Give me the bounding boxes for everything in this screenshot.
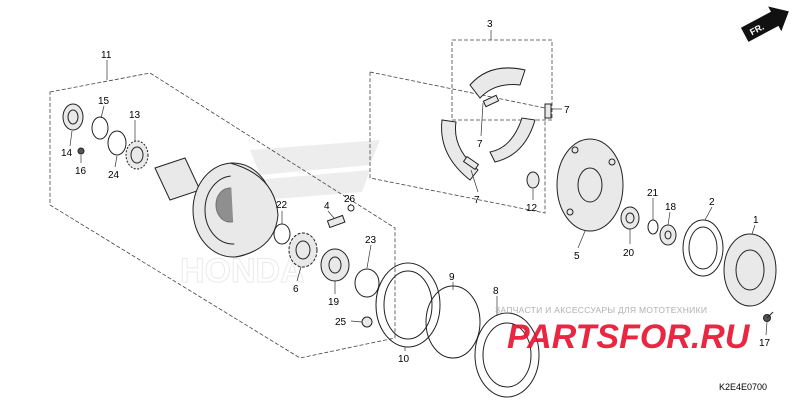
- callout-18: 18: [665, 202, 677, 213]
- callout-26: 26: [344, 194, 356, 205]
- part-15-circlip: [91, 116, 109, 140]
- watermark-brand: PARTSFOR.RU: [507, 318, 751, 356]
- part-22-ring: [273, 223, 291, 245]
- assembly-box-5: [369, 71, 546, 214]
- diagram-code: K2E4E0700: [719, 382, 767, 392]
- part-21-washer: [647, 219, 659, 235]
- callout-8: 8: [493, 286, 499, 297]
- callout-23: 23: [365, 235, 377, 246]
- part-12-bushing: [526, 171, 540, 189]
- callout-2: 2: [709, 197, 715, 208]
- part-7-springs: [462, 94, 552, 171]
- part-10-gasket: [375, 262, 441, 348]
- callout-7-right: 7: [564, 105, 570, 116]
- callout-4: 4: [324, 201, 330, 212]
- callout-7-lower: 7: [474, 195, 480, 206]
- assembly-box-3: [451, 39, 553, 121]
- callout-3: 3: [487, 19, 493, 30]
- callout-20: 20: [623, 248, 635, 259]
- callout-12: 12: [526, 203, 538, 214]
- part-6-one-way-clutch: [288, 232, 318, 268]
- callout-14: 14: [61, 148, 73, 159]
- part-11-clutch-drum: [154, 157, 279, 258]
- part-4-spring: [326, 214, 346, 229]
- part-20-nut: [620, 206, 640, 230]
- part-5-drive-plate: [556, 138, 624, 232]
- honda-logo-text: HONDA: [180, 252, 305, 290]
- callout-13: 13: [129, 110, 141, 121]
- part-17-bolt: [763, 311, 774, 322]
- callout-24: 24: [108, 170, 120, 181]
- callout-9: 9: [449, 272, 455, 283]
- assembly-box-11: [49, 72, 396, 359]
- callout-10: 10: [398, 354, 410, 365]
- callout-11: 11: [101, 50, 112, 61]
- leader-lines: [69, 30, 768, 351]
- part-8-cover-gasket: [474, 312, 540, 398]
- part-16-bolt: [77, 147, 85, 155]
- callout-21: 21: [647, 188, 659, 199]
- callout-25: 25: [335, 317, 347, 328]
- part-18-bearing: [659, 224, 677, 246]
- watermark-tagline: ЗАПЧАСТИ И АКСЕССУАРЫ ДЛЯ МОТОТЕХНИКИ: [495, 305, 707, 315]
- part-24-washer: [107, 130, 127, 156]
- part-3-clutch-shoes: [441, 67, 536, 181]
- part-1-cover: [723, 233, 777, 307]
- callout-17: 17: [759, 338, 771, 349]
- part-25-nut: [361, 316, 373, 328]
- callout-1: 1: [753, 215, 759, 226]
- part-13-gear: [125, 140, 149, 170]
- callout-22: 22: [276, 200, 288, 211]
- callout-5: 5: [574, 251, 580, 262]
- part-23-snap-ring: [354, 268, 380, 298]
- part-26-pin: [347, 204, 355, 212]
- honda-logo-watermark: HONDA: [180, 140, 380, 291]
- part-19-plate: [320, 248, 350, 282]
- part-14-oil-seal: [62, 103, 84, 131]
- callout-7-middle: 7: [477, 139, 483, 150]
- part-2-gasket: [682, 219, 724, 277]
- callout-6: 6: [293, 284, 299, 295]
- callout-15: 15: [98, 96, 110, 107]
- callout-16: 16: [75, 166, 87, 177]
- part-9-o-ring: [425, 285, 481, 359]
- callout-19: 19: [328, 297, 340, 308]
- front-direction-arrow: FR.: [740, 6, 789, 42]
